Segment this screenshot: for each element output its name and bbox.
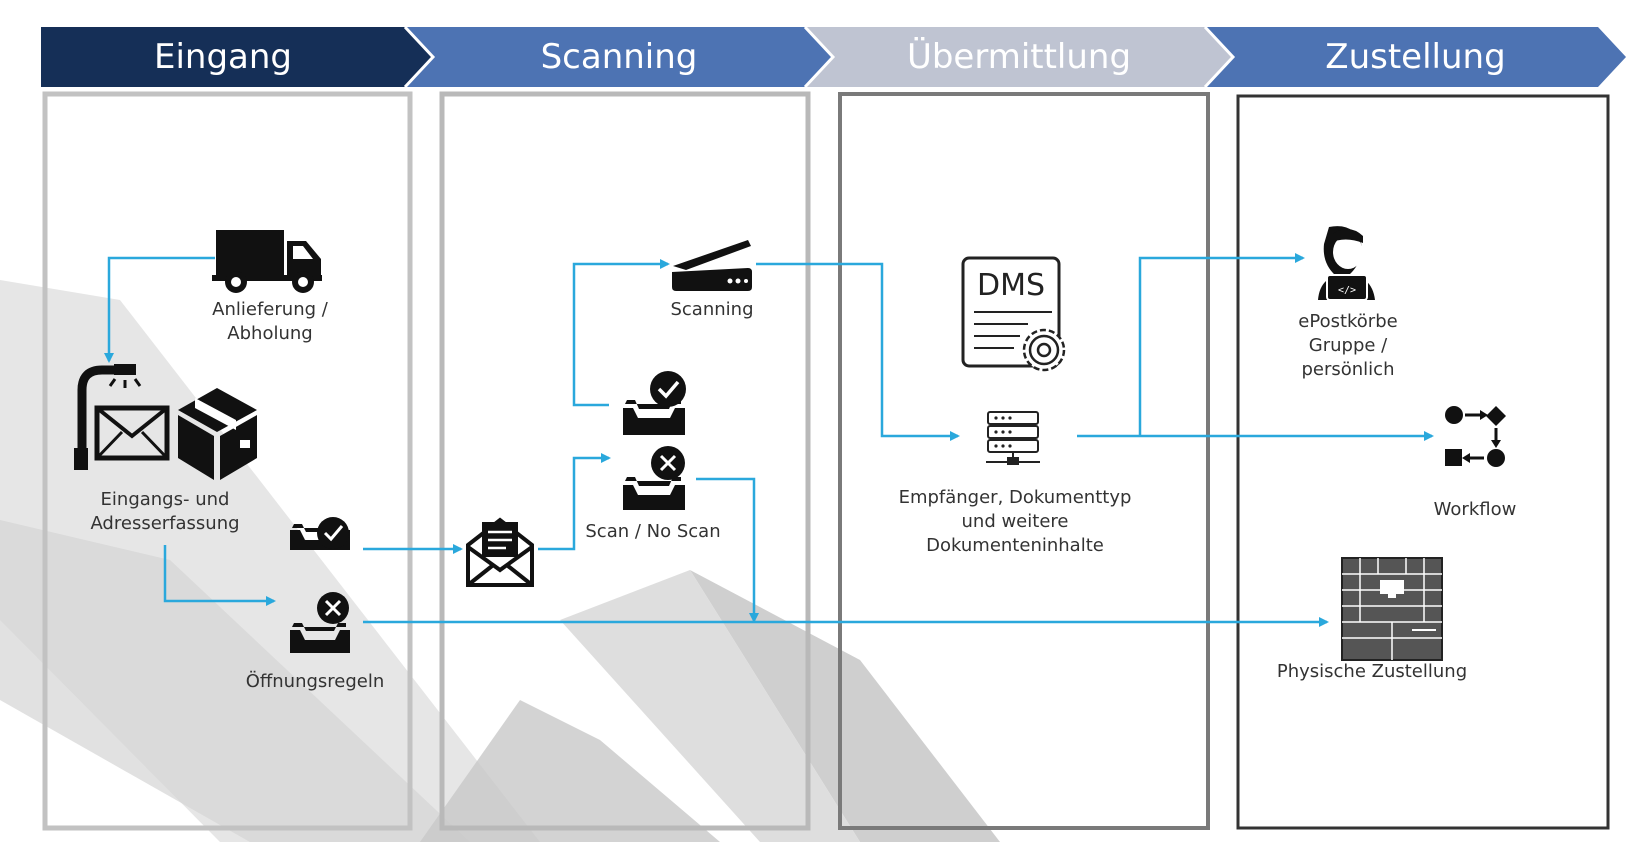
truck-icon <box>212 230 322 293</box>
stage-label-scanning: Scanning <box>540 37 698 77</box>
arrow-intake-to-rules <box>163 545 276 606</box>
background-watermark <box>0 280 1000 842</box>
stage-label-eingang: Eingang <box>153 37 293 77</box>
scan-decision-icons <box>623 371 686 510</box>
arrow-noscan-down <box>696 477 759 623</box>
arrow-envelope-to-decision <box>538 453 611 551</box>
mailbox-package-icon <box>74 364 257 480</box>
stage-label-zustellung: Zustellung <box>1325 37 1506 77</box>
physical-delivery-label: Physische Zustellung <box>1276 661 1468 682</box>
arrow-scanner-to-server <box>756 262 960 441</box>
svg-text:DMS: DMS <box>977 268 1045 303</box>
scan-decision-label: Scan / No Scan <box>585 521 721 542</box>
workflow-icon <box>1445 406 1506 467</box>
arrow-decision-to-scanner <box>572 259 670 407</box>
svg-text:</>: </> <box>1338 285 1356 296</box>
stage-chevron-zustellung <box>1205 27 1626 87</box>
opening-rules-icons <box>290 517 350 653</box>
stage-chevron-uebermittlung <box>805 27 1233 87</box>
opened-envelope-icon <box>466 517 534 587</box>
flow-arrows <box>104 253 1434 627</box>
opening-rules-label: Öffnungsregeln <box>245 671 385 692</box>
stage-label-uebermittlung: Übermittlung <box>906 37 1132 77</box>
header-chevrons <box>41 25 1626 89</box>
arrow-server-to-epost <box>1138 253 1305 436</box>
workflow-label: Workflow <box>1433 499 1517 520</box>
stage-chevron-eingang <box>41 27 433 87</box>
user-laptop-icon: </> <box>1318 226 1375 301</box>
server-icon <box>986 411 1040 465</box>
column-panels <box>42 91 1610 831</box>
arrow-truck-to-intake <box>104 256 215 363</box>
scanner-icon <box>672 240 752 291</box>
scanner-label: Scanning <box>670 299 754 320</box>
stage-chevron-scanning <box>405 27 833 87</box>
mailroom-lockers-icon <box>1341 557 1443 661</box>
dms-document-gear-icon: DMS <box>961 256 1066 372</box>
delivery-label: Anlieferung /Abholung <box>212 299 328 344</box>
